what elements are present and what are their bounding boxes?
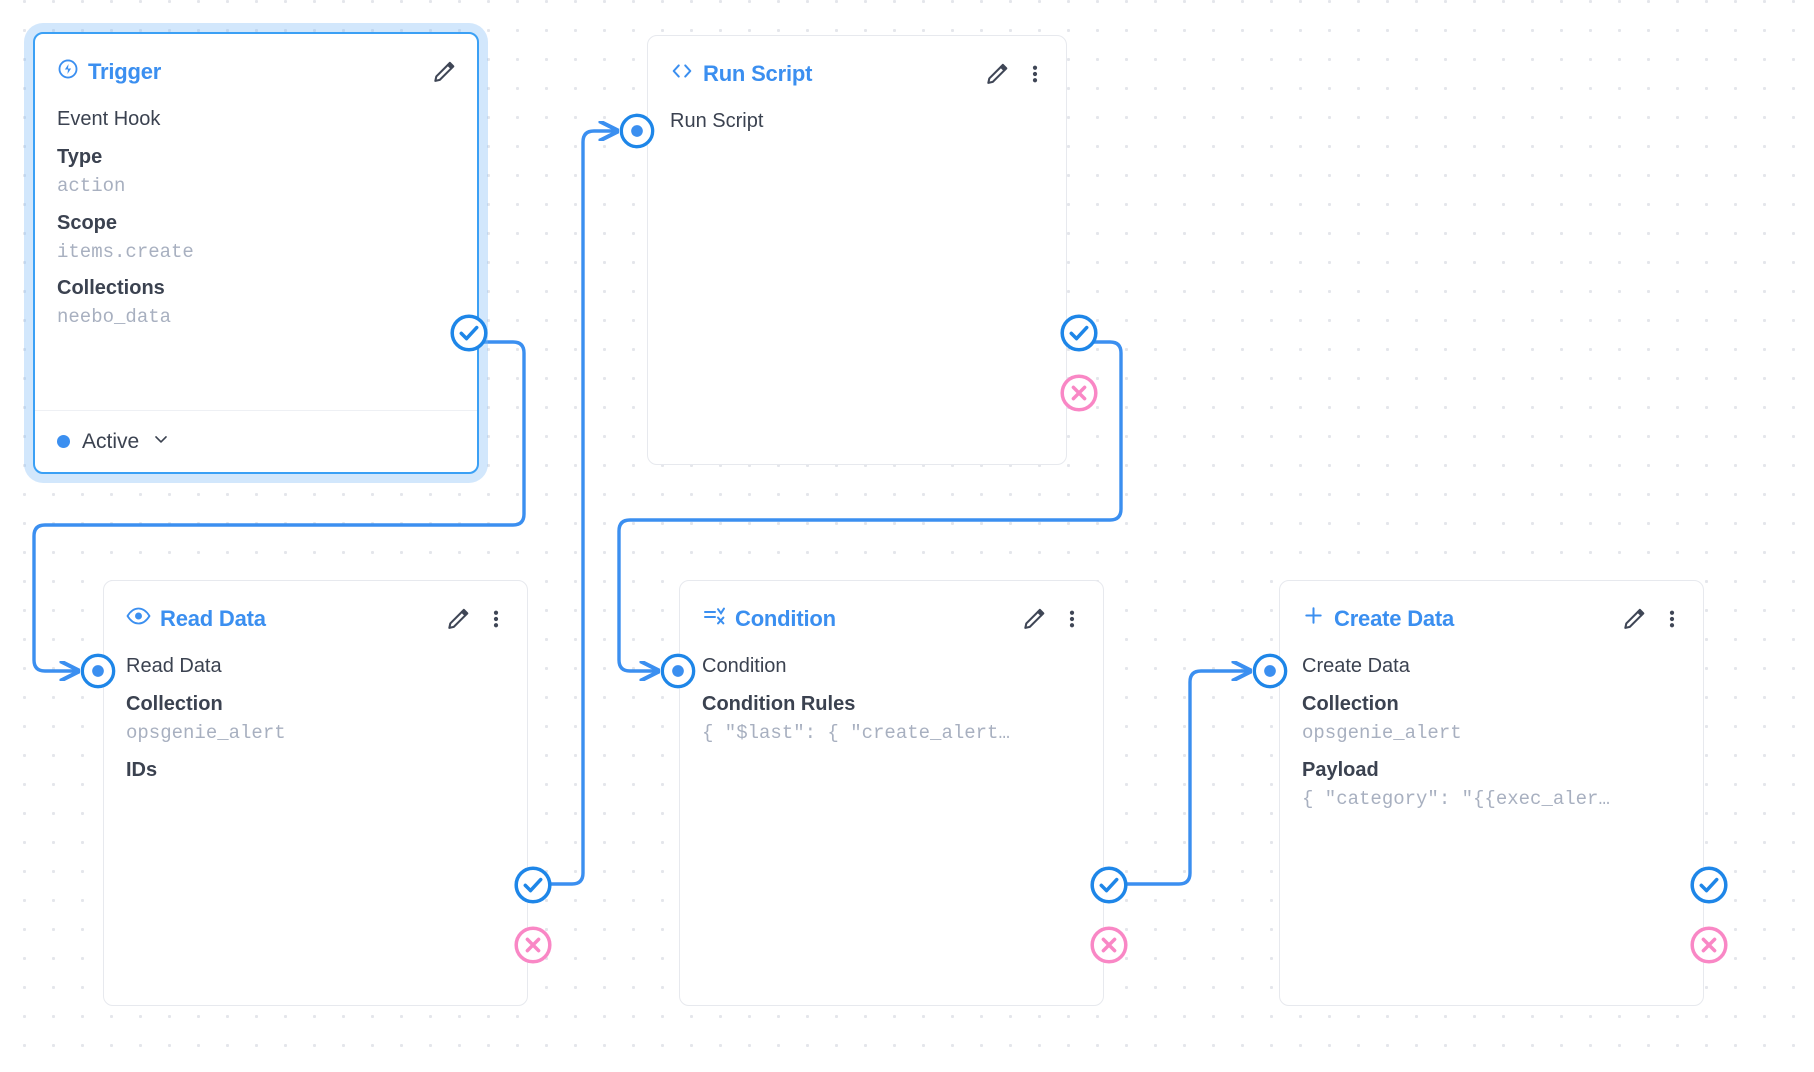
node-trigger-main: Event Hook — [57, 108, 161, 130]
field-condition-rules-label: Condition Rules — [702, 693, 856, 715]
node-read-data-title: Read Data — [160, 605, 266, 631]
edit-pencil-icon[interactable] — [1621, 606, 1647, 632]
field-collection: Collection opsgenie_alert — [1302, 690, 1681, 748]
condition-filter-icon — [702, 605, 726, 633]
plus-icon — [1302, 604, 1325, 633]
edit-pencil-icon[interactable] — [984, 61, 1010, 87]
condition-input-port[interactable] — [658, 651, 698, 691]
more-options-icon[interactable] — [1024, 61, 1046, 87]
read-data-reject-port[interactable] — [512, 924, 554, 966]
field-condition-rules-value: { "$last": { "create_alert… — [702, 722, 1010, 744]
trigger-bolt-icon — [57, 58, 79, 86]
edge-condition-to-create-data — [1116, 671, 1250, 886]
node-condition-title: Condition — [735, 605, 836, 631]
node-create-data[interactable]: Create Data Create — [1279, 580, 1704, 1006]
edit-pencil-icon[interactable] — [431, 59, 457, 85]
node-read-data-body: Read Data Collection opsgenie_alert IDs — [104, 637, 527, 785]
field-scope-label: Scope — [57, 211, 118, 234]
field-payload: Payload { "category": "{{exec_aler… — [1302, 756, 1681, 814]
node-trigger-footer: Active — [35, 410, 477, 472]
node-trigger-actions — [431, 59, 457, 85]
eye-icon — [126, 605, 151, 633]
node-create-data-body: Create Data Collection opsgenie_alert Pa… — [1280, 637, 1703, 813]
node-condition-title-group: Condition — [702, 605, 836, 633]
create-data-input-port[interactable] — [1250, 651, 1290, 691]
edit-pencil-icon[interactable] — [445, 606, 471, 632]
condition-resolve-port[interactable] — [1088, 864, 1130, 906]
node-read-data[interactable]: Read Data Read Dat — [103, 580, 528, 1006]
field-scope: Scope items.create — [57, 209, 455, 267]
create-data-reject-port[interactable] — [1688, 924, 1730, 966]
run-script-reject-port[interactable] — [1058, 372, 1100, 414]
field-type-label: Type — [57, 146, 103, 168]
field-payload-value: { "category": "{{exec_aler… — [1302, 787, 1610, 810]
field-collection-value: opsgenie_alert — [126, 722, 286, 744]
node-create-data-title-group: Create Data — [1302, 604, 1454, 633]
node-create-data-title: Create Data — [1334, 605, 1455, 631]
node-create-data-header: Create Data — [1280, 581, 1703, 637]
node-run-script[interactable]: Run Script Run Scr — [647, 35, 1067, 465]
field-type: Type action — [57, 143, 455, 201]
run-script-input-port[interactable] — [617, 111, 657, 151]
field-collections-label: Collections — [57, 277, 165, 299]
node-trigger-title: Trigger — [88, 58, 162, 84]
run-script-resolve-port[interactable] — [1058, 312, 1100, 354]
code-brackets-icon — [670, 61, 694, 87]
node-read-data-actions — [445, 606, 507, 632]
field-type-value: action — [57, 175, 126, 197]
field-collection-label: Collection — [126, 693, 223, 715]
more-options-icon[interactable] — [485, 606, 507, 632]
trigger-resolve-port[interactable] — [448, 312, 490, 354]
node-condition-body: Condition Condition Rules { "$last": { "… — [680, 637, 1103, 748]
node-trigger[interactable]: Trigger Event Hook Type action Scope ite… — [33, 32, 479, 474]
node-run-script-header: Run Script — [648, 36, 1066, 92]
create-data-resolve-port[interactable] — [1688, 864, 1730, 906]
node-condition-main: Condition — [702, 655, 787, 677]
node-run-script-title: Run Script — [703, 60, 813, 86]
node-condition-header: Condition — [680, 581, 1103, 637]
field-collection: Collection opsgenie_alert — [126, 690, 505, 748]
read-data-input-port[interactable] — [78, 651, 118, 691]
edge-read-data-to-run-script — [541, 131, 617, 886]
more-options-icon[interactable] — [1661, 606, 1683, 632]
node-create-data-actions — [1621, 606, 1683, 632]
node-run-script-body: Run Script — [648, 92, 1066, 137]
field-scope-value: items.create — [57, 240, 194, 263]
node-create-data-main: Create Data — [1302, 655, 1410, 677]
field-ids: IDs — [126, 756, 505, 785]
field-ids-label: IDs — [126, 758, 158, 781]
more-options-icon[interactable] — [1061, 606, 1083, 632]
field-collections-value: neebo_data — [57, 306, 172, 328]
node-read-data-title-group: Read Data — [126, 605, 266, 633]
node-run-script-main: Run Script — [670, 110, 764, 132]
edit-pencil-icon[interactable] — [1021, 606, 1047, 632]
trigger-status-dropdown[interactable]: Active — [57, 429, 171, 454]
trigger-status-label: Active — [82, 429, 140, 453]
field-collections: Collections neebo_data — [57, 274, 455, 332]
node-run-script-title-group: Run Script — [670, 61, 812, 87]
field-collection-value: opsgenie_alert — [1302, 722, 1462, 744]
node-trigger-body: Event Hook Type action Scope items.creat… — [35, 90, 477, 332]
node-condition[interactable]: Condition Conditio — [679, 580, 1104, 1006]
node-run-script-actions — [984, 61, 1046, 87]
node-trigger-header: Trigger — [35, 34, 477, 90]
status-dot-icon — [57, 435, 70, 448]
edge-trigger-to-read-data — [32, 340, 526, 671]
read-data-resolve-port[interactable] — [512, 864, 554, 906]
chevron-down-icon — [151, 429, 171, 454]
node-trigger-title-group: Trigger — [57, 58, 161, 86]
condition-reject-port[interactable] — [1088, 924, 1130, 966]
node-read-data-header: Read Data — [104, 581, 527, 637]
node-read-data-main: Read Data — [126, 655, 222, 677]
field-collection-label: Collection — [1302, 693, 1399, 715]
edge-run-script-to-condition — [617, 340, 1123, 671]
field-payload-label: Payload — [1302, 758, 1379, 781]
field-condition-rules: Condition Rules { "$last": { "create_ale… — [702, 690, 1081, 748]
node-condition-actions — [1021, 606, 1083, 632]
